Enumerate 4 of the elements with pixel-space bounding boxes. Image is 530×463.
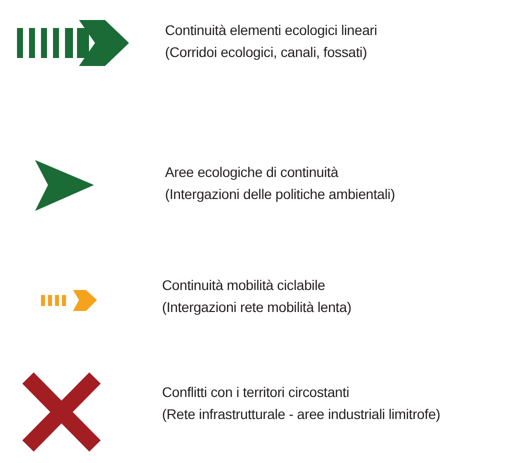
legend-text: Continuità elementi ecologici lineari (Corridoi ecologici, canali, fossati): [165, 21, 378, 62]
legend-text: Continuità mobilità ciclabile (Intergazioni rete mobilità lenta): [162, 276, 352, 317]
legend-text: Conflitti con i territori circostanti (Rete infrastrutturale - aree industriali limitrofe): [162, 383, 440, 424]
legend-text: Aree ecologiche di continuità (Intergazioni delle politiche ambientali): [165, 163, 395, 204]
